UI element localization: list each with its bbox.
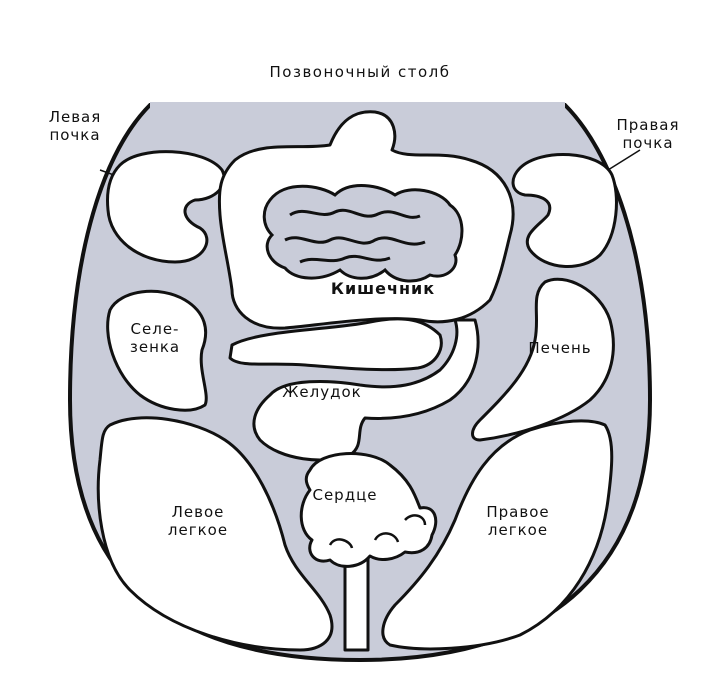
left-kidney-label-line1: Левая [30, 108, 120, 126]
right-kidney-pointer [608, 150, 640, 170]
left-kidney-label-line2: почка [30, 126, 120, 144]
right-lung-label-line1: Правое [468, 503, 568, 521]
spine-label: Позвоночный столб [230, 63, 490, 81]
spleen-label: Селе- зенка [110, 320, 200, 356]
left-lung-label-line2: легкое [148, 521, 248, 539]
spleen-label-line1: Селе- [110, 320, 200, 338]
intestine-coils [264, 186, 462, 281]
right-lung-label: Правое легкое [468, 503, 568, 539]
right-kidney-label-line2: почка [598, 134, 698, 152]
intestines-label: Кишечник [318, 280, 448, 298]
spleen-label-line2: зенка [110, 338, 200, 356]
heart-label: Сердце [300, 486, 390, 504]
right-kidney-label-line1: Правая [598, 116, 698, 134]
right-kidney-label: Правая почка [598, 116, 698, 152]
left-lung-label-line1: Левое [148, 503, 248, 521]
right-lung-label-line2: легкое [468, 521, 568, 539]
left-kidney-label: Левая почка [30, 108, 120, 144]
stomach-label: Желудок [262, 383, 382, 401]
left-lung-label: Левое легкое [148, 503, 248, 539]
liver-label: Печень [510, 339, 610, 357]
